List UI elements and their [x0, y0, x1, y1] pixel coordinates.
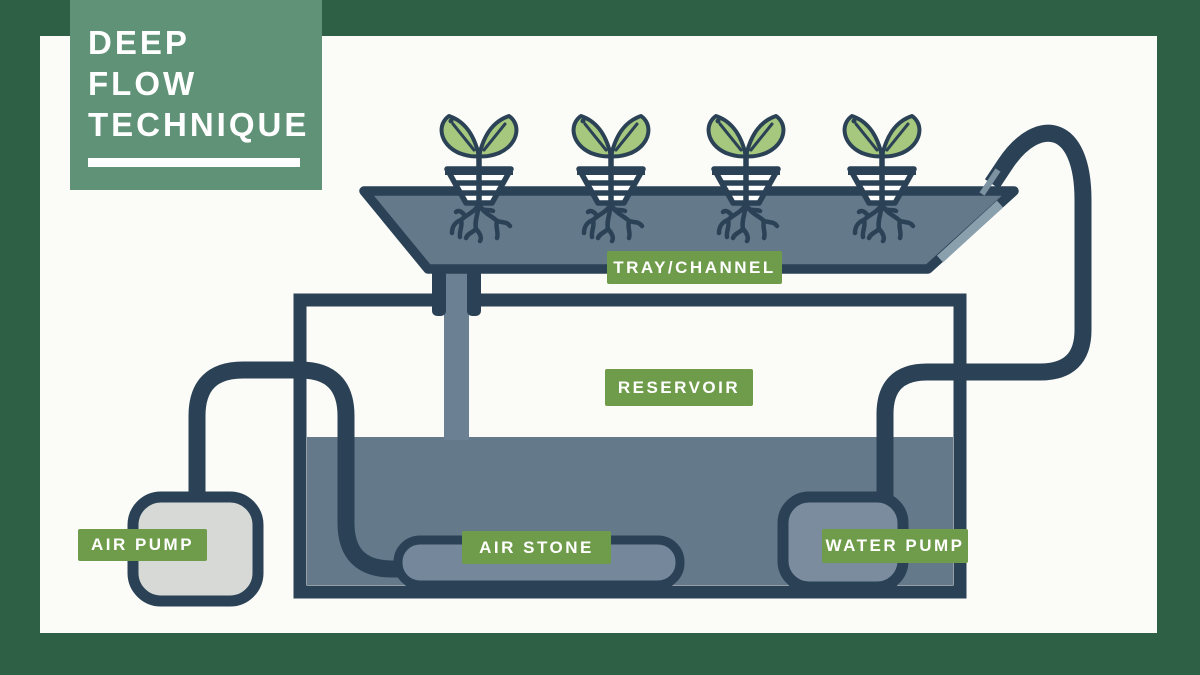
tray-channel — [359, 186, 1019, 274]
air-pump-label: AIR PUMP — [78, 529, 207, 561]
air-hose — [188, 361, 402, 578]
water-delivery-pipe — [876, 124, 1092, 508]
tray-highlight — [936, 200, 1004, 263]
air-stone-label: AIR STONE — [462, 531, 611, 564]
pipe-outlet-cut — [979, 168, 1001, 196]
title-line-2: FLOW — [88, 65, 198, 102]
title-underline — [88, 158, 300, 167]
title-line-3: TECHNIQUE — [88, 106, 310, 143]
title-line-1: DEEP — [88, 24, 190, 61]
title-card: DEEP FLOW TECHNIQUE — [70, 0, 322, 190]
water-pump-label: WATER PUMP — [822, 529, 968, 563]
reservoir-label: RESERVOIR — [605, 369, 753, 406]
tray-channel-label: TRAY/CHANNEL — [607, 251, 782, 284]
